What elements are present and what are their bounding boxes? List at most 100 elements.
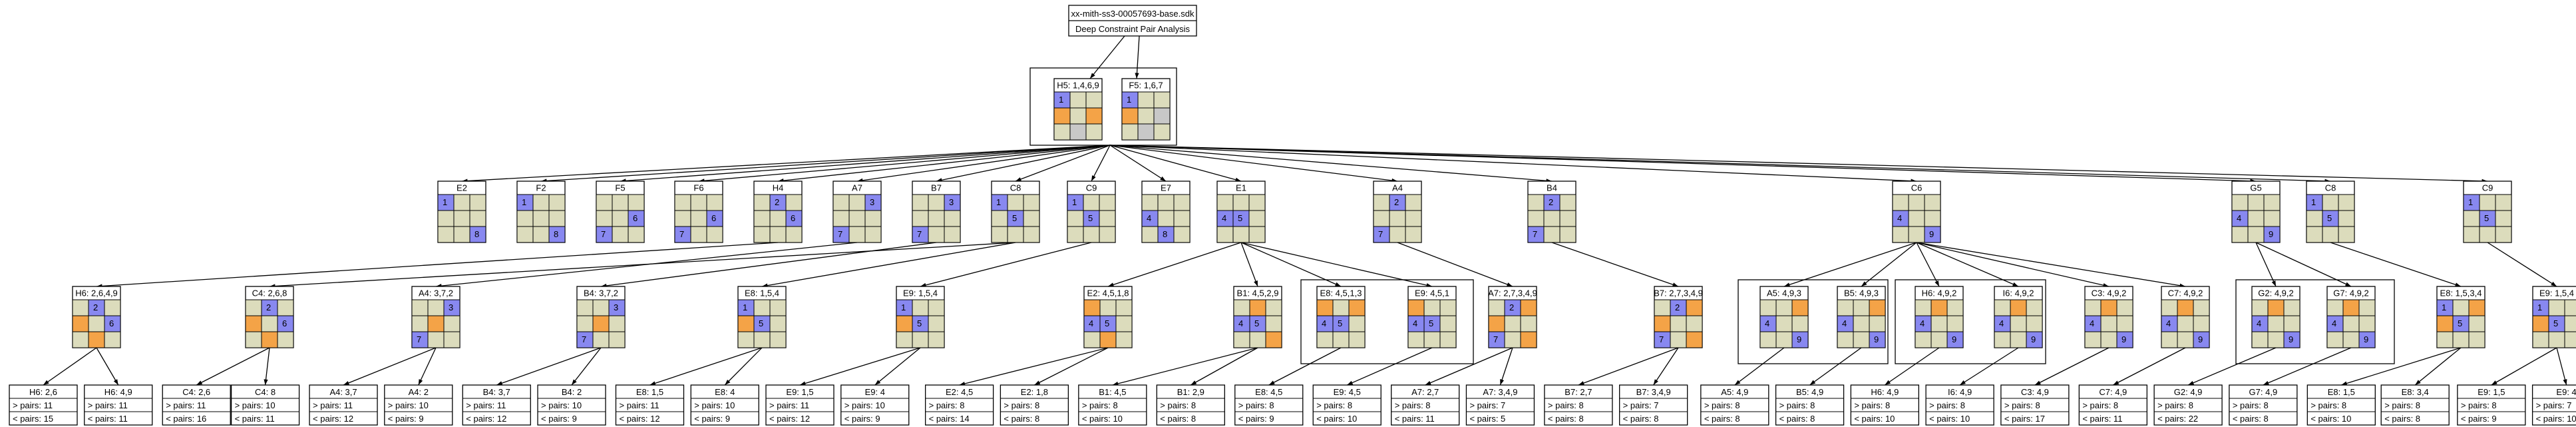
grid-cell: 7 [1527,226,1545,243]
leaf-label: H6: 2,6 [29,387,57,397]
level2-node: B5: 4,9,349 [1837,286,1886,348]
node-label: E7 [1161,183,1171,193]
grid-cell [1348,331,1366,348]
leaf-pairs-greater: > pairs: 10 [388,400,429,410]
leaf-pairs-less: < pairs: 8 [2233,414,2269,424]
grid-cell [1053,123,1071,141]
leaf-label: I6: 4,9 [1948,387,1972,397]
cell-digit: 9 [2289,334,2293,344]
node-label: F6 [693,183,703,193]
cell-digit: 4 [1147,213,1151,223]
grid-cell [453,226,470,243]
grid-cell [592,315,610,332]
grid-cell: 6 [277,315,294,332]
grid-cell [88,331,105,348]
node-label: E8: 4,5,1,3 [1320,288,1362,298]
node-label: E8: 1,5,4 [745,288,779,298]
grid-cell [1853,299,1870,316]
cell-digit: 9 [2198,334,2203,344]
cell-digit: 9 [1874,334,1879,344]
grid-cell [1248,194,1266,211]
level2-node: A7: 2,7,3,4,927 [1488,286,1537,348]
grid-cell [1265,299,1282,316]
leaf-pairs-greater: > pairs: 8 [2384,400,2420,410]
grid-cell [2479,226,2496,243]
grid-cell [437,226,455,243]
cell-digit: 2 [1675,302,1680,312]
level2-node: B7: 2,7,3,4,927 [1654,286,1703,348]
leaf-pairs-greater: > pairs: 10 [694,400,735,410]
grid-cell [737,331,755,348]
grid-cell [411,315,429,332]
grid-cell [896,331,913,348]
leaf-pairs-greater: > pairs: 8 [1929,400,1965,410]
cell-digit: 1 [1072,197,1077,207]
grid-cell [1775,331,1793,348]
leaf-label: B1: 2,9 [1177,387,1204,397]
grid-cell [2026,299,2043,316]
grid-cell [576,315,594,332]
leaf-pairs-less: < pairs: 12 [619,414,659,424]
leaf-pairs-less: < pairs: 16 [166,414,206,424]
leaf-pairs-less: < pairs: 15 [13,414,53,424]
grid-cell [753,299,771,316]
grid-cell [2548,299,2565,316]
grid-cell [1067,226,1084,243]
grid-cell [864,210,882,227]
leaf-label: B7: 3,4,9 [1636,387,1671,397]
grid-cell [769,331,787,348]
grid-cell [690,226,707,243]
leaf-node: E2: 1,8> pairs: 8< pairs: 8 [1000,384,1069,426]
leaf-pairs-greater: > pairs: 11 [313,400,353,410]
grid-cell: 7 [674,226,691,243]
root-subtitle: Deep Constraint Pair Analysis [1075,24,1190,34]
grid-cell: 3 [443,299,460,316]
level2-node: A5: 4,9,349 [1759,286,1809,348]
cell-digit: 4 [1765,318,1769,328]
cell-digit: 5 [759,318,763,328]
grid-cell [1389,210,1406,227]
grid-cell [2283,315,2300,332]
leaf-pairs-less: < pairs: 8 [1623,414,1659,424]
grid-cell [848,194,866,211]
node-label: C3: 4,9,2 [2092,288,2127,298]
grid-cell [1924,194,1941,211]
grid-cell [1233,299,1250,316]
grid-cell [1083,194,1100,211]
level2-node: B4: 3,7,237 [576,286,626,348]
tree-edges [43,35,2567,386]
grid-cell [1265,331,1282,348]
grid-cell [245,299,262,316]
grid-cell [1099,299,1117,316]
grid-cell [1265,315,1282,332]
grid-cell [2263,194,2281,211]
grid-cell [1069,123,1087,141]
leaf-node: B7: 3,4,9 > pairs: 7 < pairs: 8 [1619,384,1688,426]
grid-cell [1931,299,1948,316]
grid-cell: 9 [2358,331,2376,348]
grid-cell [1405,226,1422,243]
grid-cell [596,194,613,211]
grid-cell [469,210,486,227]
leaf-node: E8: 4,5> pairs: 8< pairs: 9 [1234,384,1304,426]
grid-cell: 6 [628,210,645,227]
grid-cell: 2 [1543,194,1561,211]
grid-cell [628,194,645,211]
grid-cell [690,210,707,227]
grid-cell: 2 [1389,194,1406,211]
leaf-node: C3: 4,9> pairs: 8< pairs: 17 [2000,384,2070,426]
leaf-pairs-greater: > pairs: 8 [1238,400,1274,410]
level2-node: H6: 4,9,249 [1915,286,1964,348]
cluster-boxes [1029,67,2395,364]
leaf-label: H6: 4,9 [1871,387,1899,397]
leaf-pairs-greater: > pairs: 7 [1623,400,1659,410]
leaf-node: B1: 4,5> pairs: 8< pairs: 10 [1078,384,1147,426]
grid-cell: 5 [2322,210,2339,227]
grid-cell [1670,331,1687,348]
grid-cell [1759,299,1777,316]
grid-cell [1407,299,1425,316]
grid-cell [1931,315,1948,332]
grid-cell [928,210,945,227]
